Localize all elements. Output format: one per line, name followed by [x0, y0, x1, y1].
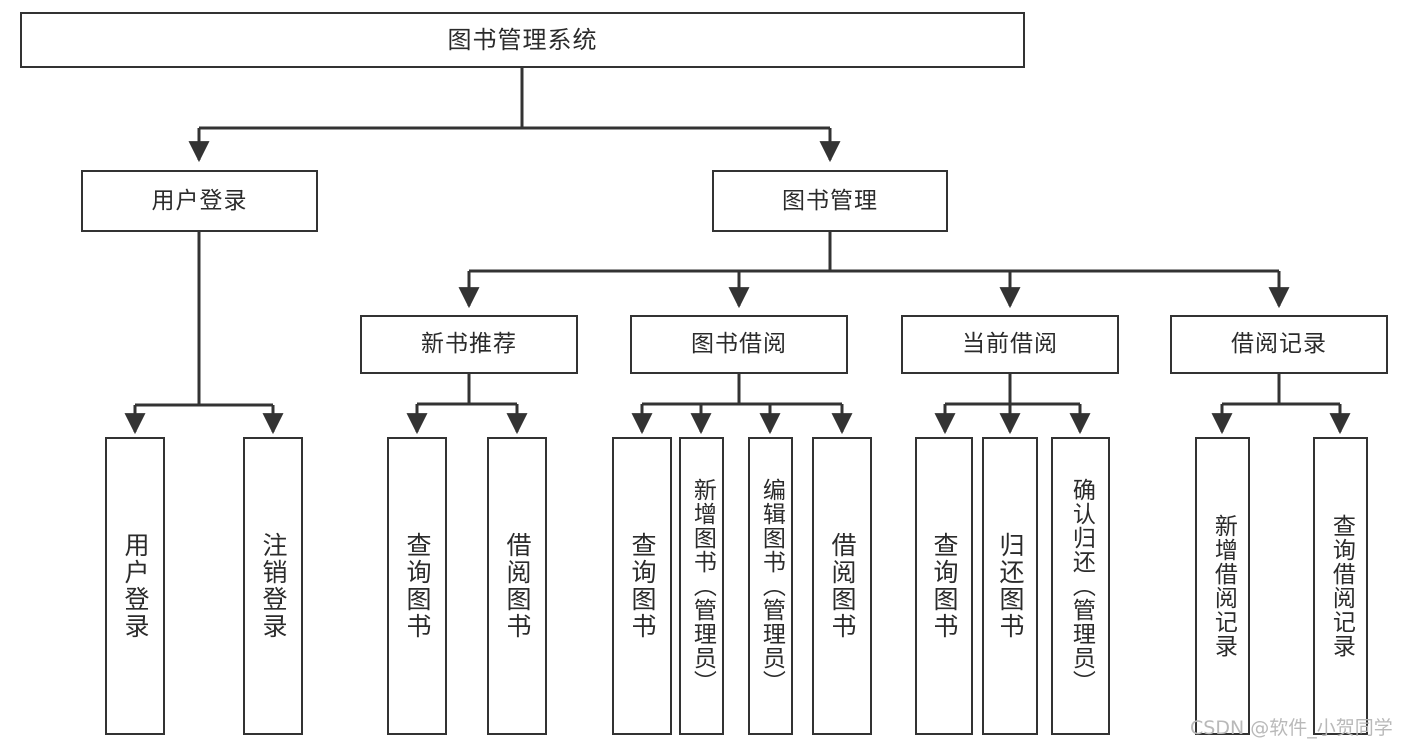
leaf-borrow-book[interactable]: 借阅图书 — [812, 437, 872, 735]
node-book-borrow[interactable]: 图书借阅 — [630, 315, 848, 374]
leaf-confirm-return-admin[interactable]: 确认归还（管理员） — [1051, 437, 1110, 735]
node-root-system[interactable]: 图书管理系统 — [20, 12, 1025, 68]
leaf-add-book-admin[interactable]: 新增图书（管理员） — [679, 437, 724, 735]
node-label: 借阅记录 — [1231, 331, 1327, 357]
node-label: 当前借阅 — [962, 331, 1058, 357]
node-label: 归还图书 — [996, 532, 1025, 640]
leaf-edit-book-admin[interactable]: 编辑图书（管理员） — [748, 437, 793, 735]
node-label: 确认归还（管理员） — [1068, 478, 1095, 694]
node-book-management[interactable]: 图书管理 — [712, 170, 948, 232]
node-label: 新书推荐 — [421, 331, 517, 357]
node-label: 图书管理系统 — [447, 26, 598, 54]
leaf-borrow-book-recommend[interactable]: 借阅图书 — [487, 437, 547, 735]
node-label: 查询图书 — [403, 532, 432, 640]
leaf-return-book[interactable]: 归还图书 — [982, 437, 1038, 735]
leaf-query-book-recommend[interactable]: 查询图书 — [387, 437, 447, 735]
node-label: 用户登录 — [151, 187, 248, 214]
leaf-add-borrow-record[interactable]: 新增借阅记录 — [1195, 437, 1250, 735]
leaf-user-login[interactable]: 用户登录 — [105, 437, 165, 735]
watermark: CSDN @软件_小贺同学 — [1190, 717, 1393, 739]
node-label: 借阅图书 — [503, 532, 532, 640]
leaf-query-book-borrow[interactable]: 查询图书 — [612, 437, 672, 735]
node-label: 注销登录 — [259, 532, 288, 640]
node-label: 新增图书（管理员） — [689, 478, 716, 694]
node-borrow-record[interactable]: 借阅记录 — [1170, 315, 1388, 374]
node-label: 用户登录 — [121, 532, 150, 640]
node-label: 图书借阅 — [691, 331, 787, 357]
node-user-login[interactable]: 用户登录 — [81, 170, 318, 232]
leaf-query-book-current[interactable]: 查询图书 — [915, 437, 973, 735]
node-label: 查询图书 — [628, 532, 657, 640]
node-new-book-recommend[interactable]: 新书推荐 — [360, 315, 578, 374]
node-label: 查询图书 — [930, 532, 959, 640]
leaf-query-borrow-record[interactable]: 查询借阅记录 — [1313, 437, 1368, 735]
node-current-borrow[interactable]: 当前借阅 — [901, 315, 1119, 374]
leaf-logout[interactable]: 注销登录 — [243, 437, 303, 735]
node-label: 查询借阅记录 — [1328, 514, 1355, 658]
node-label: 新增借阅记录 — [1210, 514, 1237, 658]
node-label: 借阅图书 — [828, 532, 857, 640]
node-label: 编辑图书（管理员） — [758, 478, 785, 694]
node-label: 图书管理 — [782, 187, 878, 214]
